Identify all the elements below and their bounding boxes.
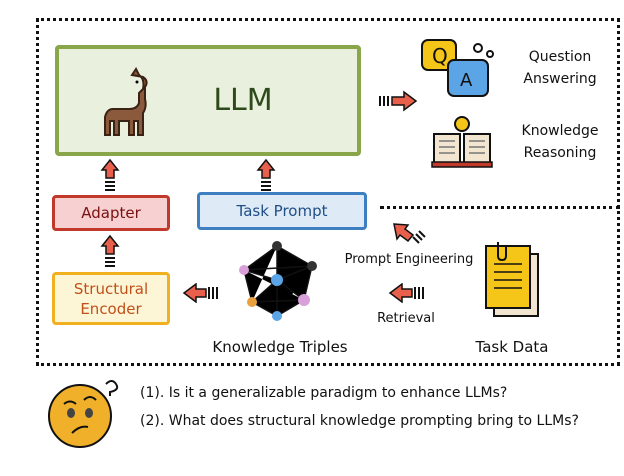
svg-text:Q: Q bbox=[432, 44, 448, 68]
llama-icon bbox=[104, 67, 148, 136]
task-data-document-icon bbox=[485, 242, 539, 317]
task-data-label: Task Data bbox=[475, 338, 549, 356]
prompt-engineering-label: Prompt Engineering bbox=[344, 252, 474, 267]
arrow-left-icon bbox=[388, 283, 424, 303]
question-answer-icon: Q A bbox=[421, 39, 494, 97]
adapter-box: Adapter bbox=[52, 195, 170, 231]
arrow-right-icon bbox=[379, 90, 418, 112]
arrow-left-icon bbox=[182, 283, 218, 303]
question-1: (1). Is it a generalizable paradigm to e… bbox=[140, 385, 508, 401]
divider-line bbox=[380, 206, 620, 209]
question-2: (2). What does structural knowledge prom… bbox=[140, 413, 579, 429]
llm-label: LLM bbox=[213, 83, 273, 118]
arrow-up-icon bbox=[100, 234, 120, 267]
arrow-up-icon bbox=[100, 158, 120, 191]
task-prompt-box: Task Prompt bbox=[197, 192, 367, 230]
arrow-up-left-icon bbox=[393, 223, 426, 244]
knowledge-graph-icon bbox=[239, 241, 317, 321]
knowledge-triples-label: Knowledge Triples bbox=[212, 338, 348, 356]
book-lightbulb-icon bbox=[431, 116, 493, 168]
llm-box: LLM bbox=[55, 45, 361, 156]
svg-text:A: A bbox=[460, 70, 473, 91]
arrow-up-icon bbox=[256, 158, 276, 191]
retrieval-label: Retrieval bbox=[377, 311, 435, 326]
confused-face-icon bbox=[48, 380, 119, 448]
framework-border bbox=[36, 18, 620, 366]
